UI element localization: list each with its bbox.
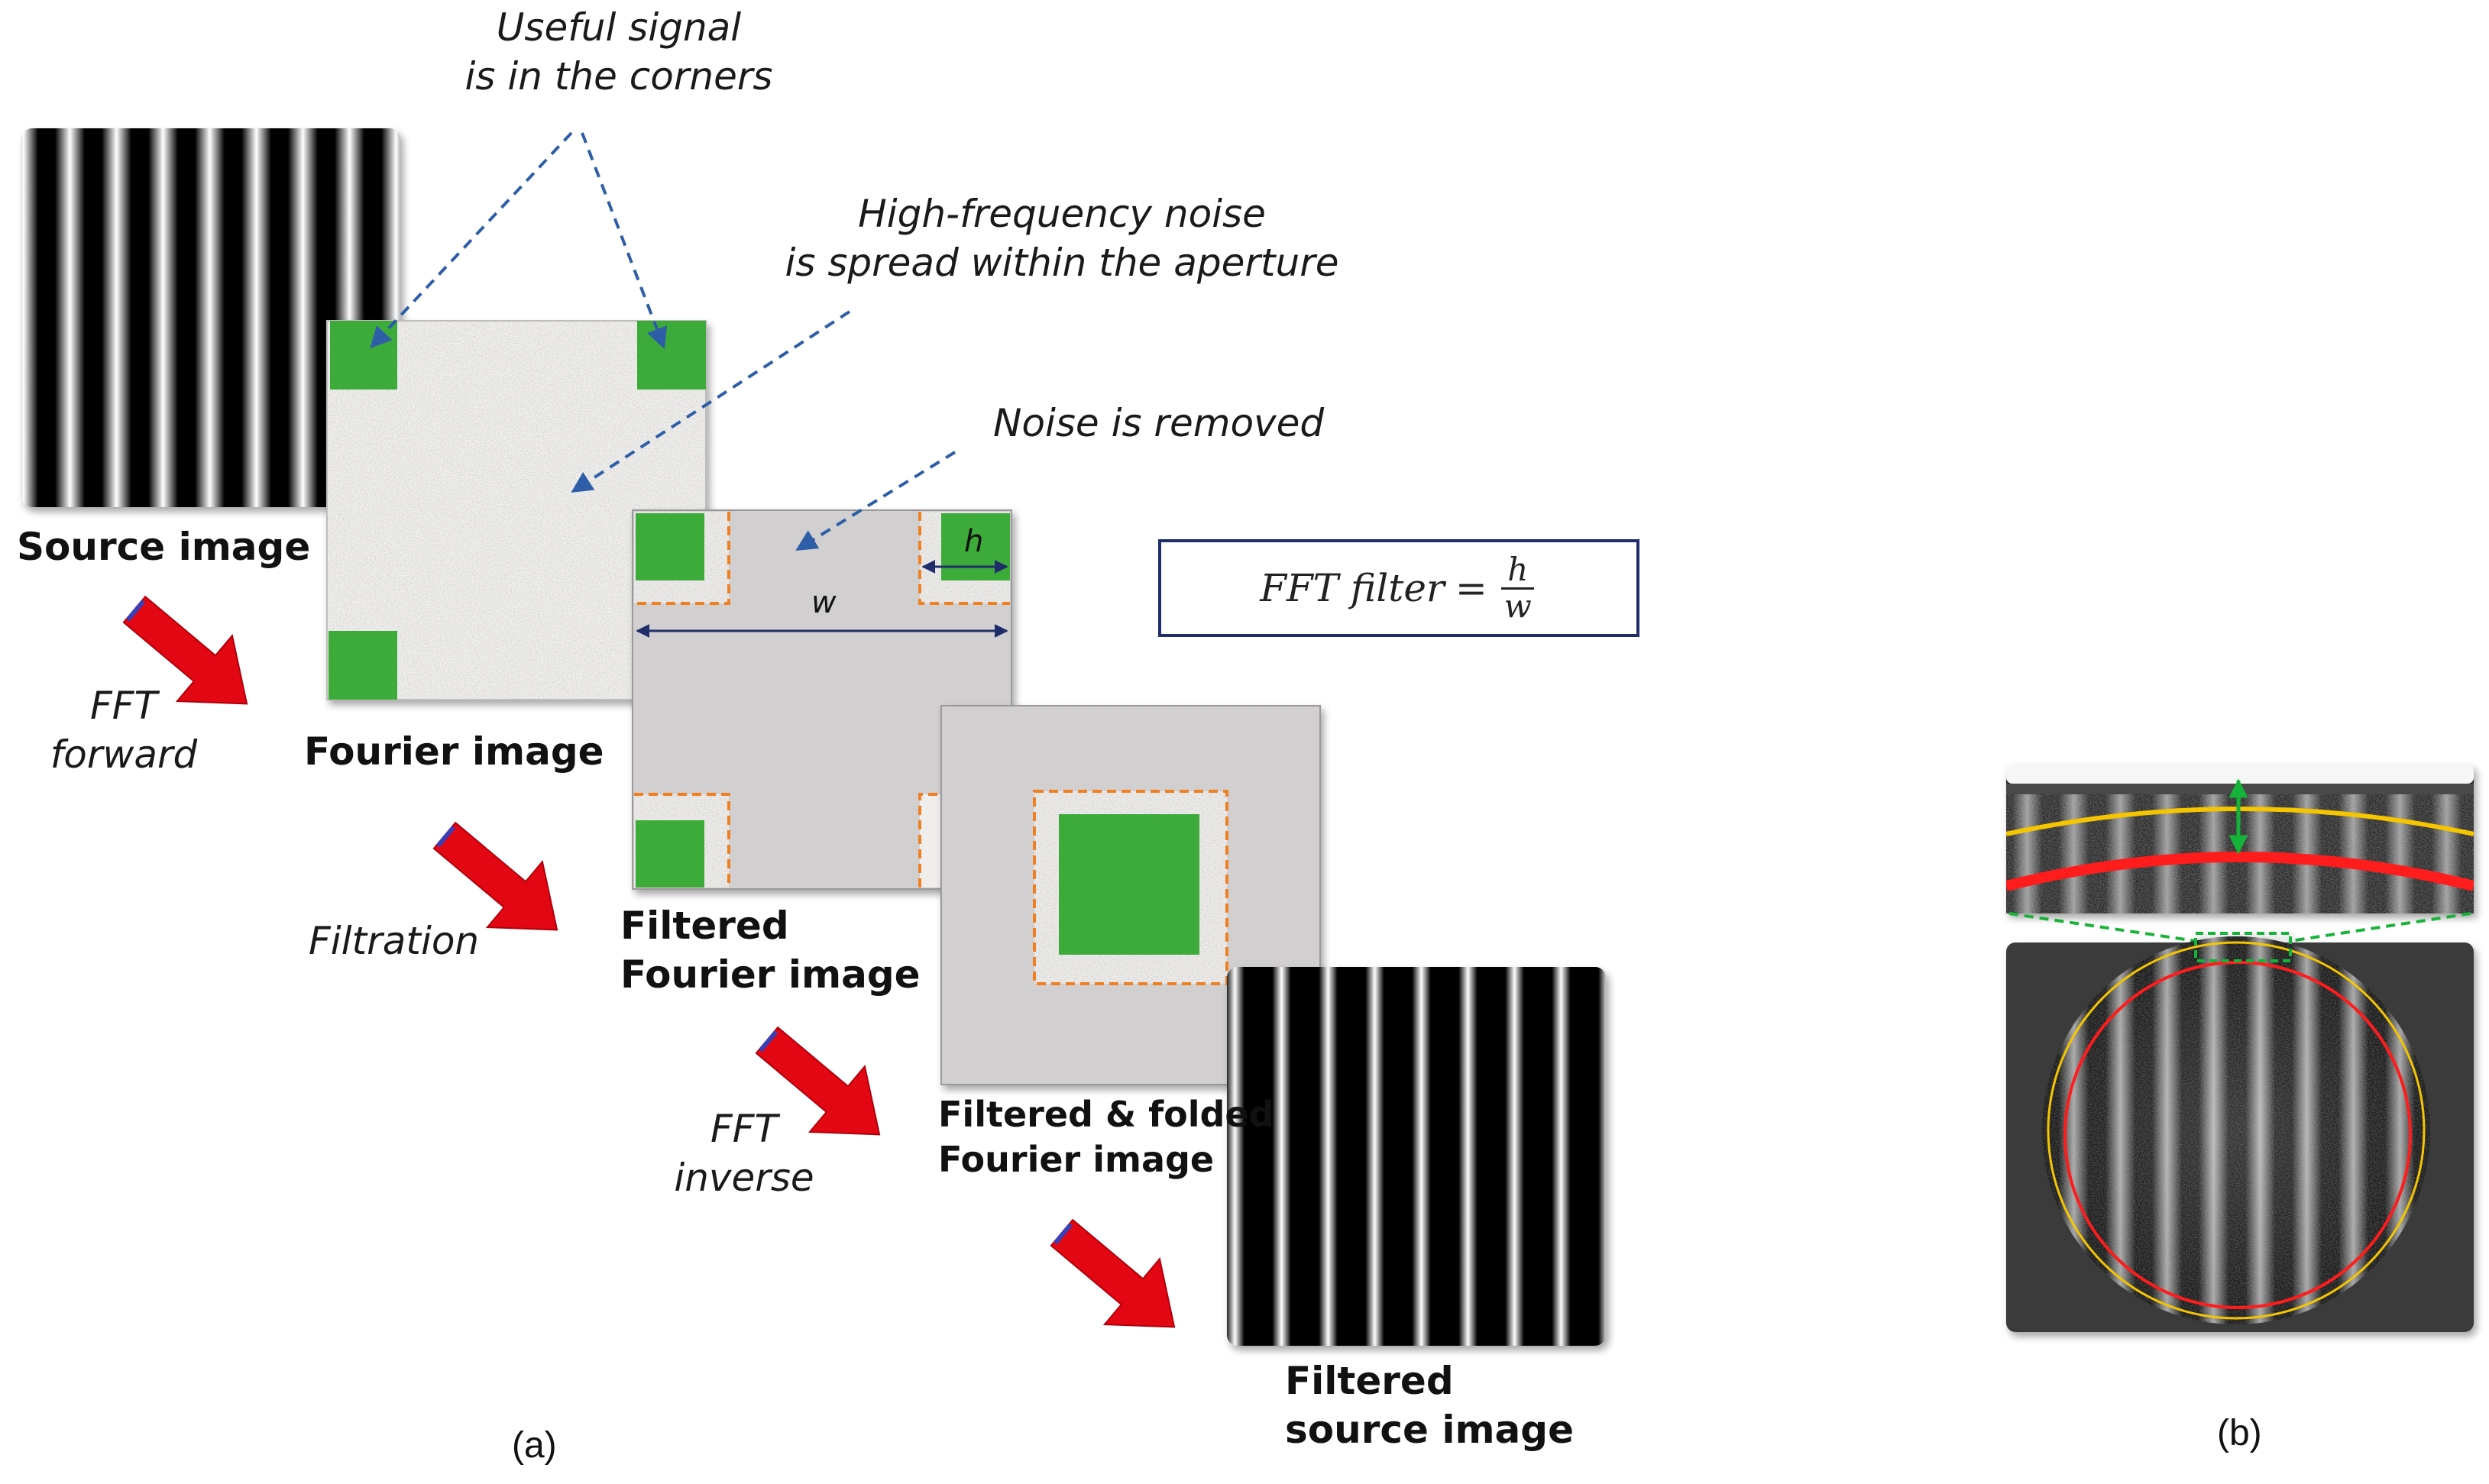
filtered-corner-bottom-right [918, 793, 943, 887]
fft-forward-label: FFT forward [40, 681, 208, 779]
formula-lhs: FFT filter [1260, 566, 1445, 610]
fft-inverse-label: FFT inverse [660, 1104, 828, 1202]
hf-noise-line-2: is spread within the aperture [785, 241, 1339, 285]
filtration-arrow [432, 821, 558, 931]
filtered-folded-line-1: Filtered & folded [938, 1094, 1274, 1135]
output-arrow [1050, 1218, 1176, 1328]
filtered-folded-label: Filtered & folded Fourier image [938, 1092, 1274, 1182]
caption-b: (b) [2217, 1413, 2262, 1453]
filtered-folded-line-2: Fourier image [938, 1138, 1215, 1180]
filtered-source-line-2: source image [1285, 1408, 1575, 1452]
fourier-signal-bottom-left [329, 631, 397, 700]
formula-numerator: h [1501, 553, 1535, 590]
noise-removed-text: Noise is removed [993, 401, 1325, 445]
fourier-signal-top-left [330, 321, 397, 390]
formula-equals: = [1455, 566, 1487, 610]
fft-forward-line-1: FFT [89, 684, 158, 728]
h-label: h [964, 524, 984, 559]
fft-filter-formula: FFT filter = h w [1158, 539, 1639, 637]
filtered-source-image [1227, 967, 1606, 1346]
fft-forward-line-2: forward [50, 732, 198, 777]
source-image [21, 128, 400, 507]
zoom-red-arc [2006, 852, 2474, 891]
hf-noise-line-1: High-frequency noise [858, 192, 1266, 236]
useful-signal-line-1: Useful signal [496, 5, 742, 50]
filtered-fourier-label: Filtered Fourier image [620, 901, 921, 999]
caption-a: (a) [512, 1425, 557, 1466]
fft-forward-arrow [122, 595, 248, 705]
callout-signal-right [581, 132, 668, 350]
filtered-source-line-1: Filtered [1285, 1359, 1454, 1403]
useful-signal-note: Useful signal is in the corners [428, 3, 810, 101]
zoom-connector-lines [2008, 912, 2471, 942]
formula-denominator: w [1503, 587, 1532, 625]
zoom-inset [2006, 764, 2474, 913]
fft-inverse-line-1: FFT [710, 1107, 778, 1151]
filtered-fourier-line-2: Fourier image [620, 952, 921, 997]
filtered-corner-bottom-left [634, 793, 730, 887]
fourier-signal-top-right [637, 321, 706, 390]
w-label: w [811, 585, 837, 620]
formula-fraction: h w [1498, 553, 1538, 622]
useful-signal-line-2: is in the corners [464, 54, 773, 99]
fourier-image-label: Fourier image [304, 729, 604, 774]
callout-signal-left [370, 131, 573, 349]
filtered-fourier-line-1: Filtered [620, 904, 789, 948]
noise-removed-note: Noise is removed [993, 399, 1324, 448]
callout-removed [795, 451, 956, 551]
hf-noise-note: High-frequency noise is spread within th… [779, 189, 1345, 287]
fft-inverse-line-2: inverse [674, 1156, 814, 1200]
interferogram-photo [2006, 932, 2474, 1332]
filtered-corner-top-left [634, 512, 730, 605]
yellow-circle [2047, 941, 2426, 1320]
source-image-label: Source image [17, 525, 311, 569]
filtered-source-label: Filtered source image [1285, 1356, 1574, 1454]
callout-arrows [370, 131, 956, 551]
folded-center-region [1033, 790, 1228, 985]
filtration-label: Filtration [309, 919, 480, 963]
step-arrows [122, 595, 1176, 1328]
fft-inverse-arrow [755, 1026, 881, 1136]
